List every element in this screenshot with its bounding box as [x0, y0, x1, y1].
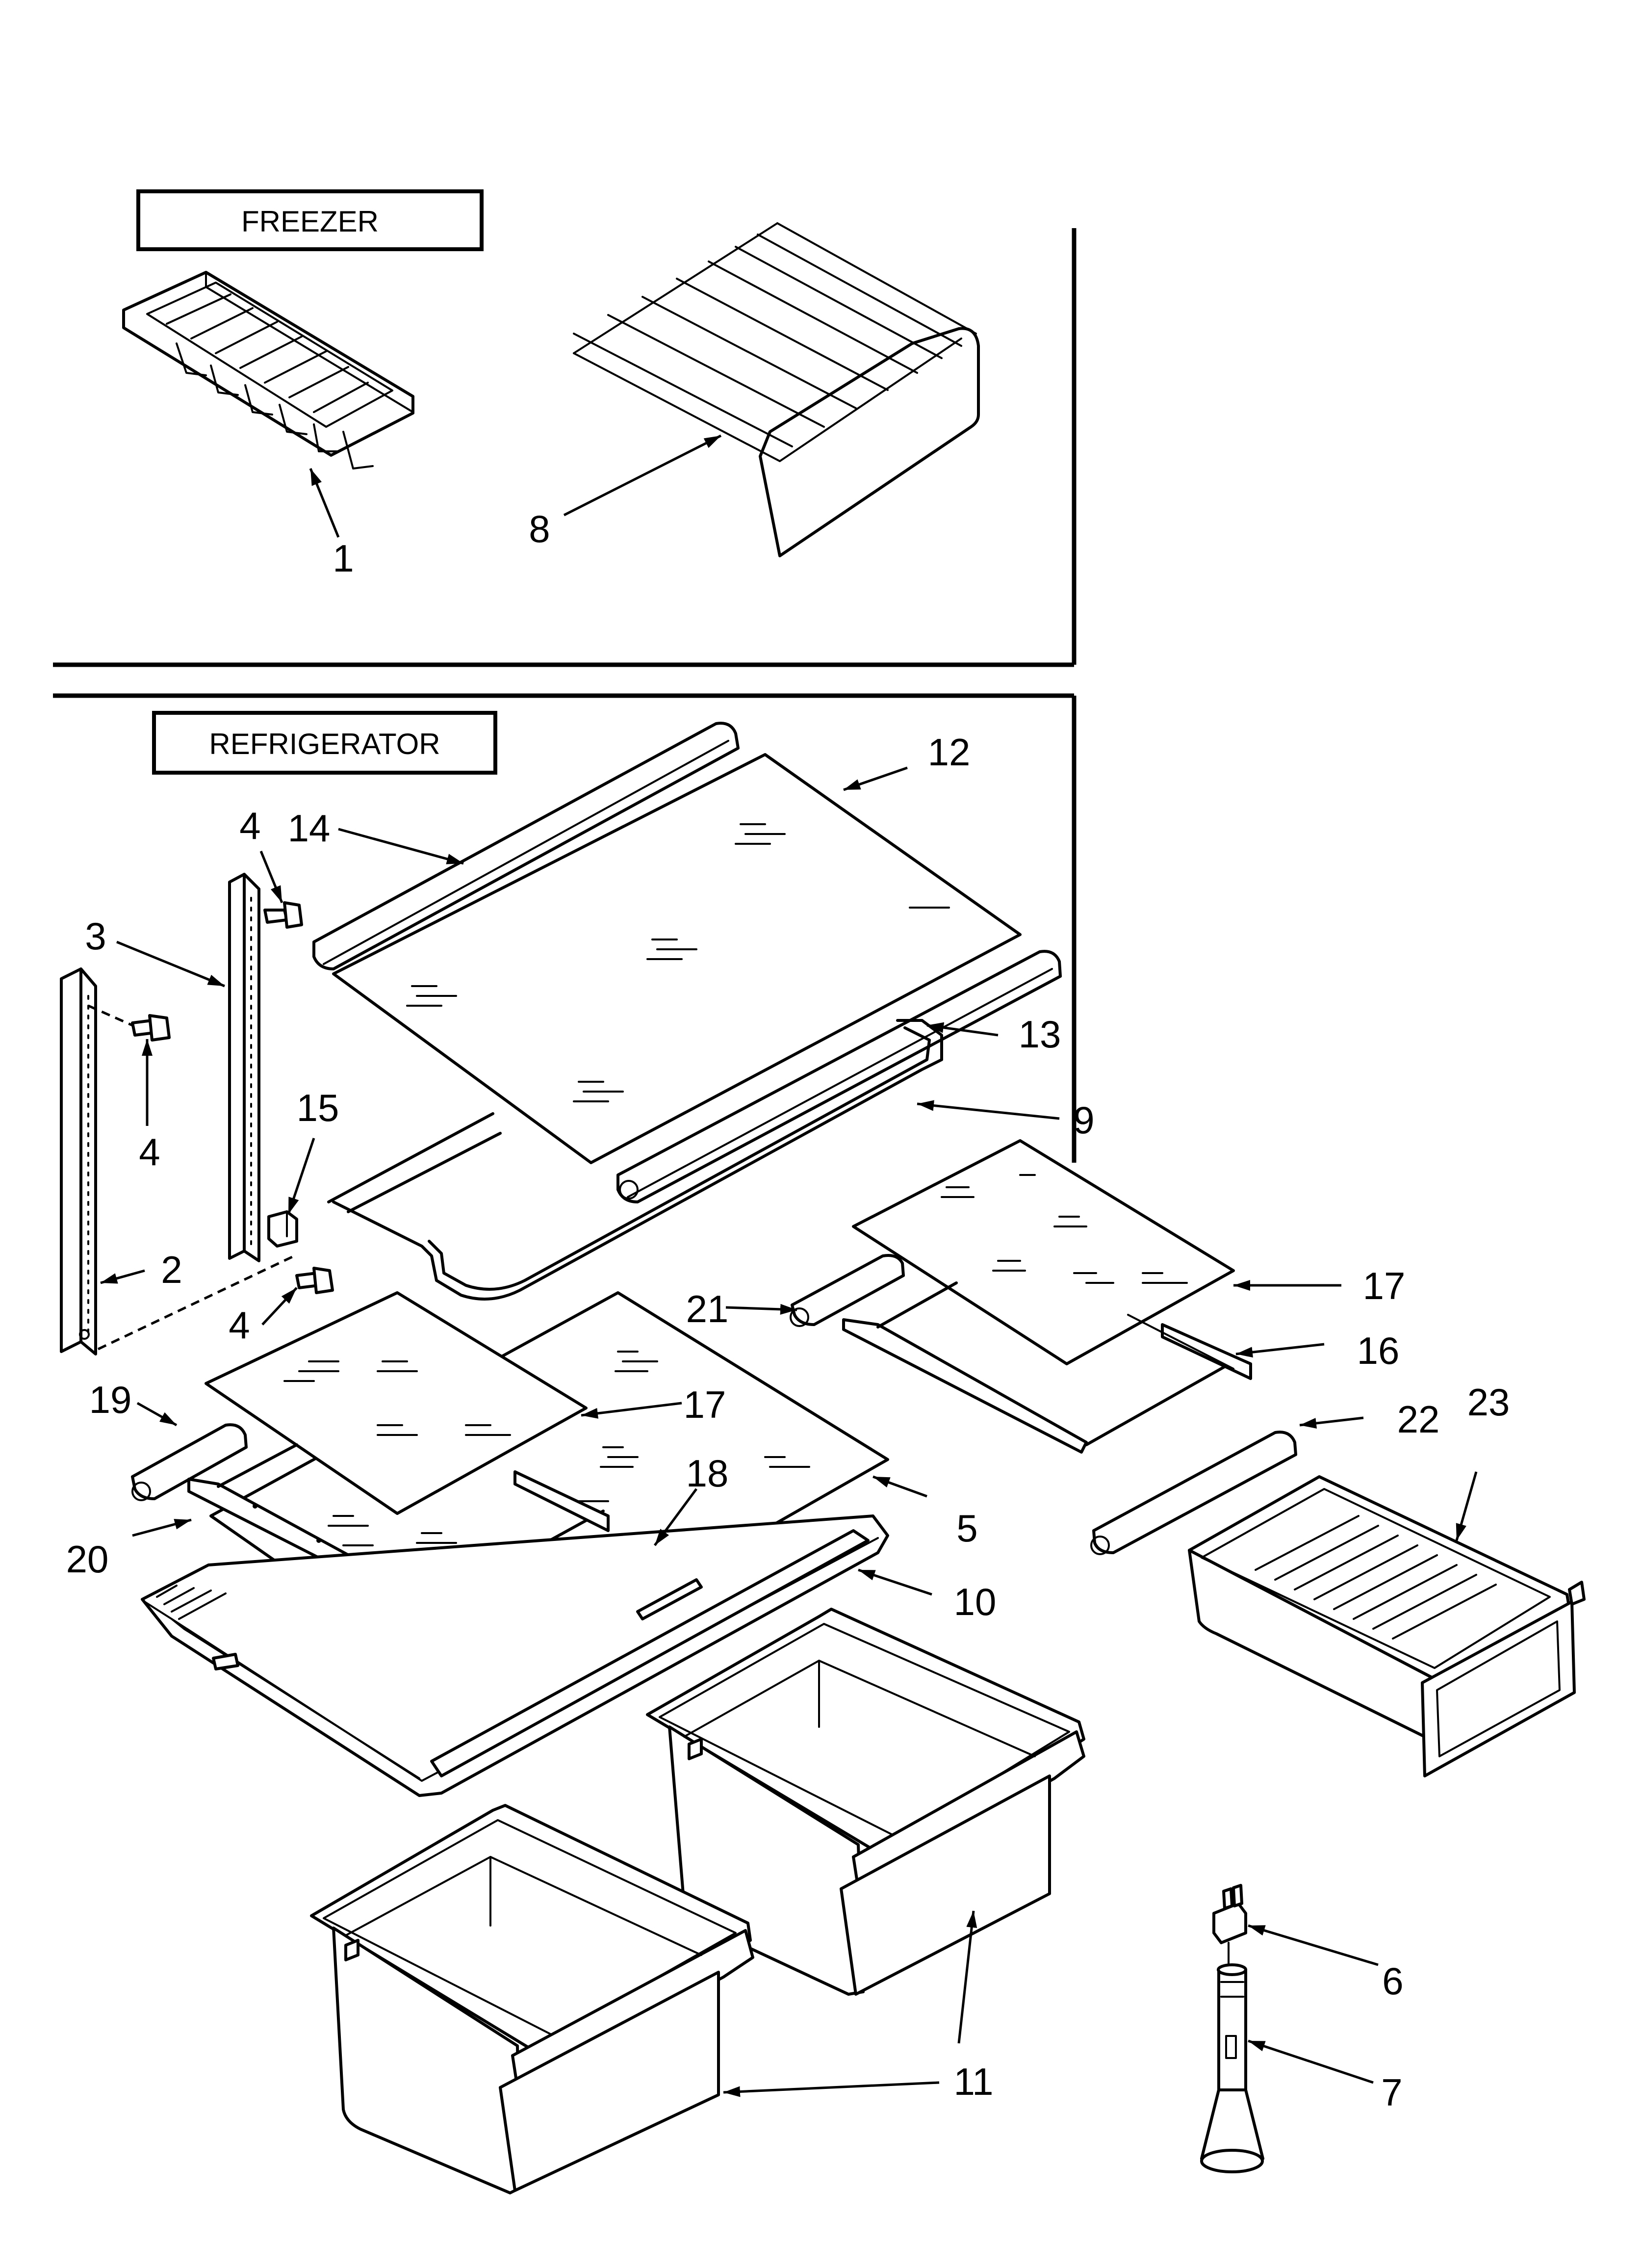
callout-2: 2: [161, 1248, 182, 1291]
shelf-ladder-left-part: [60, 967, 97, 1356]
callout-16: 16: [1357, 1329, 1400, 1372]
callout-labels: 1 8 12 14 4 3 13 4 9 15 17 2 21 16 4 19 …: [66, 507, 1510, 2114]
callout-5: 5: [956, 1507, 977, 1550]
callout-19: 19: [89, 1378, 132, 1421]
right-front-trim-part: [1090, 1431, 1297, 1555]
meat-pan-part: [1188, 1475, 1586, 1777]
freezer-title: FREEZER: [241, 205, 379, 238]
refrigerator-title-box: REFRIGERATOR: [152, 711, 497, 775]
screw-upper-part: [263, 901, 303, 929]
callout-21: 21: [686, 1287, 729, 1330]
callout-13: 13: [1019, 1013, 1061, 1056]
leader-lines: [100, 434, 1478, 2097]
freezer-section-frame: [53, 228, 1077, 667]
callout-1: 1: [333, 537, 354, 580]
callout-17-right: 17: [1363, 1264, 1406, 1307]
screw-lower-part: [295, 1267, 334, 1294]
rear-shelf-trim-part: [312, 722, 740, 970]
leveler-clip-part: [1212, 1884, 1247, 1968]
callout-11: 11: [954, 2060, 994, 2103]
callout-20: 20: [66, 1538, 109, 1581]
callout-23: 23: [1467, 1381, 1510, 1424]
callout-4-left: 4: [139, 1130, 160, 1173]
callout-9: 9: [1073, 1098, 1094, 1142]
callout-8: 8: [529, 507, 550, 550]
callout-17-left: 17: [684, 1383, 726, 1426]
freezer-wire-shelf-part: [573, 222, 980, 557]
dashed-guide-lower: [97, 1254, 295, 1351]
refrigerator-section-frame: [53, 693, 1077, 1163]
callout-10: 10: [954, 1580, 997, 1623]
screw-left-part: [131, 1014, 171, 1042]
ice-tray-part: [122, 271, 414, 469]
callout-4-top: 4: [239, 804, 260, 847]
wire-shelf-frame-part: [327, 1019, 943, 1301]
right-glass-shelf-part: [852, 1139, 1235, 1365]
leveling-leg-part: [1200, 1963, 1264, 2173]
callout-6: 6: [1382, 1959, 1403, 2003]
dashed-guide-upper: [87, 1004, 133, 1027]
callout-18: 18: [686, 1452, 729, 1495]
callout-15: 15: [297, 1086, 339, 1129]
callout-7: 7: [1381, 2071, 1402, 2114]
callout-3: 3: [85, 914, 106, 958]
callout-22: 22: [1397, 1398, 1440, 1441]
refrigerator-title: REFRIGERATOR: [209, 728, 440, 760]
callout-14: 14: [288, 807, 331, 850]
right-shelf-frame-part: [842, 1281, 1252, 1454]
shelf-clip-part: [267, 1210, 298, 1248]
front-shelf-trim-part: [616, 950, 1062, 1203]
callout-12: 12: [928, 730, 971, 774]
right-rear-trim-part: [790, 1254, 905, 1327]
left-rear-trim-part: [131, 1423, 248, 1501]
callout-4-bottom: 4: [229, 1303, 250, 1347]
crisper-drawer-lower-part: [310, 1804, 754, 2194]
top-glass-shelf-part: [332, 753, 1022, 1164]
freezer-title-box: FREEZER: [136, 189, 484, 251]
crisper-cover-frame-part: [141, 1514, 889, 1797]
shelf-ladder-right-part: [228, 873, 260, 1262]
